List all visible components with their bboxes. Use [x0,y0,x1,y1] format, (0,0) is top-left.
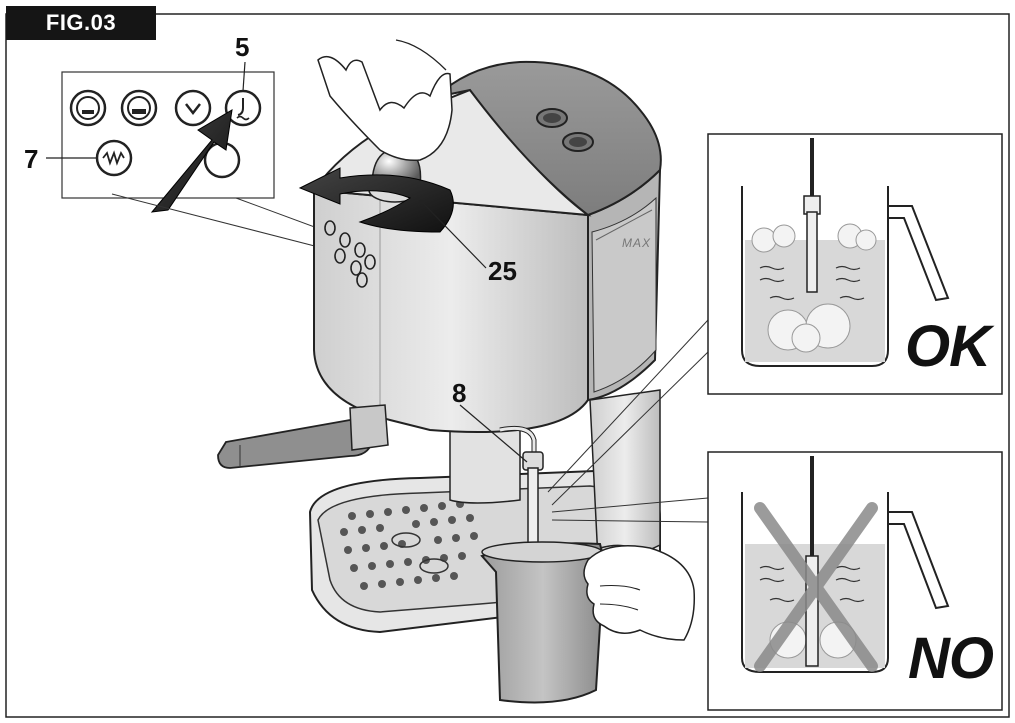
panel-incorrect [707,451,1003,711]
double-cup-button-icon [120,89,158,127]
tank-max-label: MAX [622,236,652,250]
single-cup-button-icon [69,89,107,127]
steam-button-icon [224,89,262,127]
callout-power-button: 7 [24,144,39,174]
control-panel-inset [46,61,367,253]
accessory-holes-icon [536,108,594,152]
hot-water-button-icon [174,89,212,127]
drip-tray-grille [340,500,478,590]
machine-body [217,39,709,704]
verdict-ok: OK [905,314,991,379]
callout-steam-knob: 25 [488,256,517,286]
figure-label: FIG.03 [6,6,156,40]
outer-frame [5,13,1010,718]
panel-correct [707,133,1003,395]
callout-steam-wand: 8 [452,378,467,408]
portafilter-handle [217,404,389,469]
rotate-arrow-icon [298,167,454,233]
cross-mark-icon [754,502,878,672]
hand-jug-illustration [583,545,696,641]
hand-knob-illustration [317,55,453,162]
verdict-no: NO [908,626,994,691]
power-button-icon [95,139,133,177]
front-buttons [324,220,376,288]
callout-steam-button: 5 [235,32,250,62]
press-arrow-icon [150,109,233,213]
